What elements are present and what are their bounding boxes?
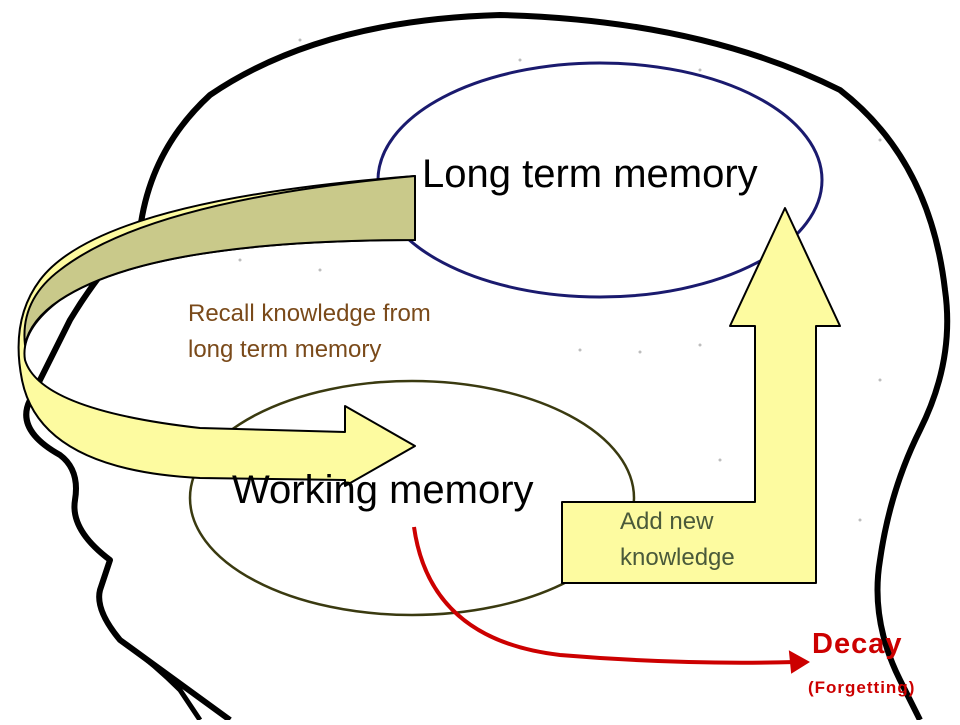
recall-line-1: Recall knowledge from [188, 300, 431, 327]
face-contour [118, 637, 203, 722]
add-line-1: Add new [620, 508, 714, 535]
decay-arrow [412, 526, 796, 665]
long-term-memory-label: Long term memory [422, 152, 758, 196]
recall-arrow-top [23, 175, 416, 346]
add-knowledge-arrow [561, 207, 841, 584]
decay-label: Decay [812, 628, 903, 660]
recall-line-2: long term memory [188, 336, 382, 363]
decay-arrowhead [788, 650, 810, 674]
recall-knowledge-label: Recall knowledge from long term memory [188, 296, 431, 368]
head-outline [23, 12, 951, 723]
forgetting-label: (Forgetting) [808, 678, 916, 697]
working-memory-label: Working memory [232, 468, 534, 512]
background-speckles [238, 38, 882, 522]
add-knowledge-label: Add new knowledge [620, 504, 735, 576]
add-line-2: knowledge [620, 544, 735, 571]
